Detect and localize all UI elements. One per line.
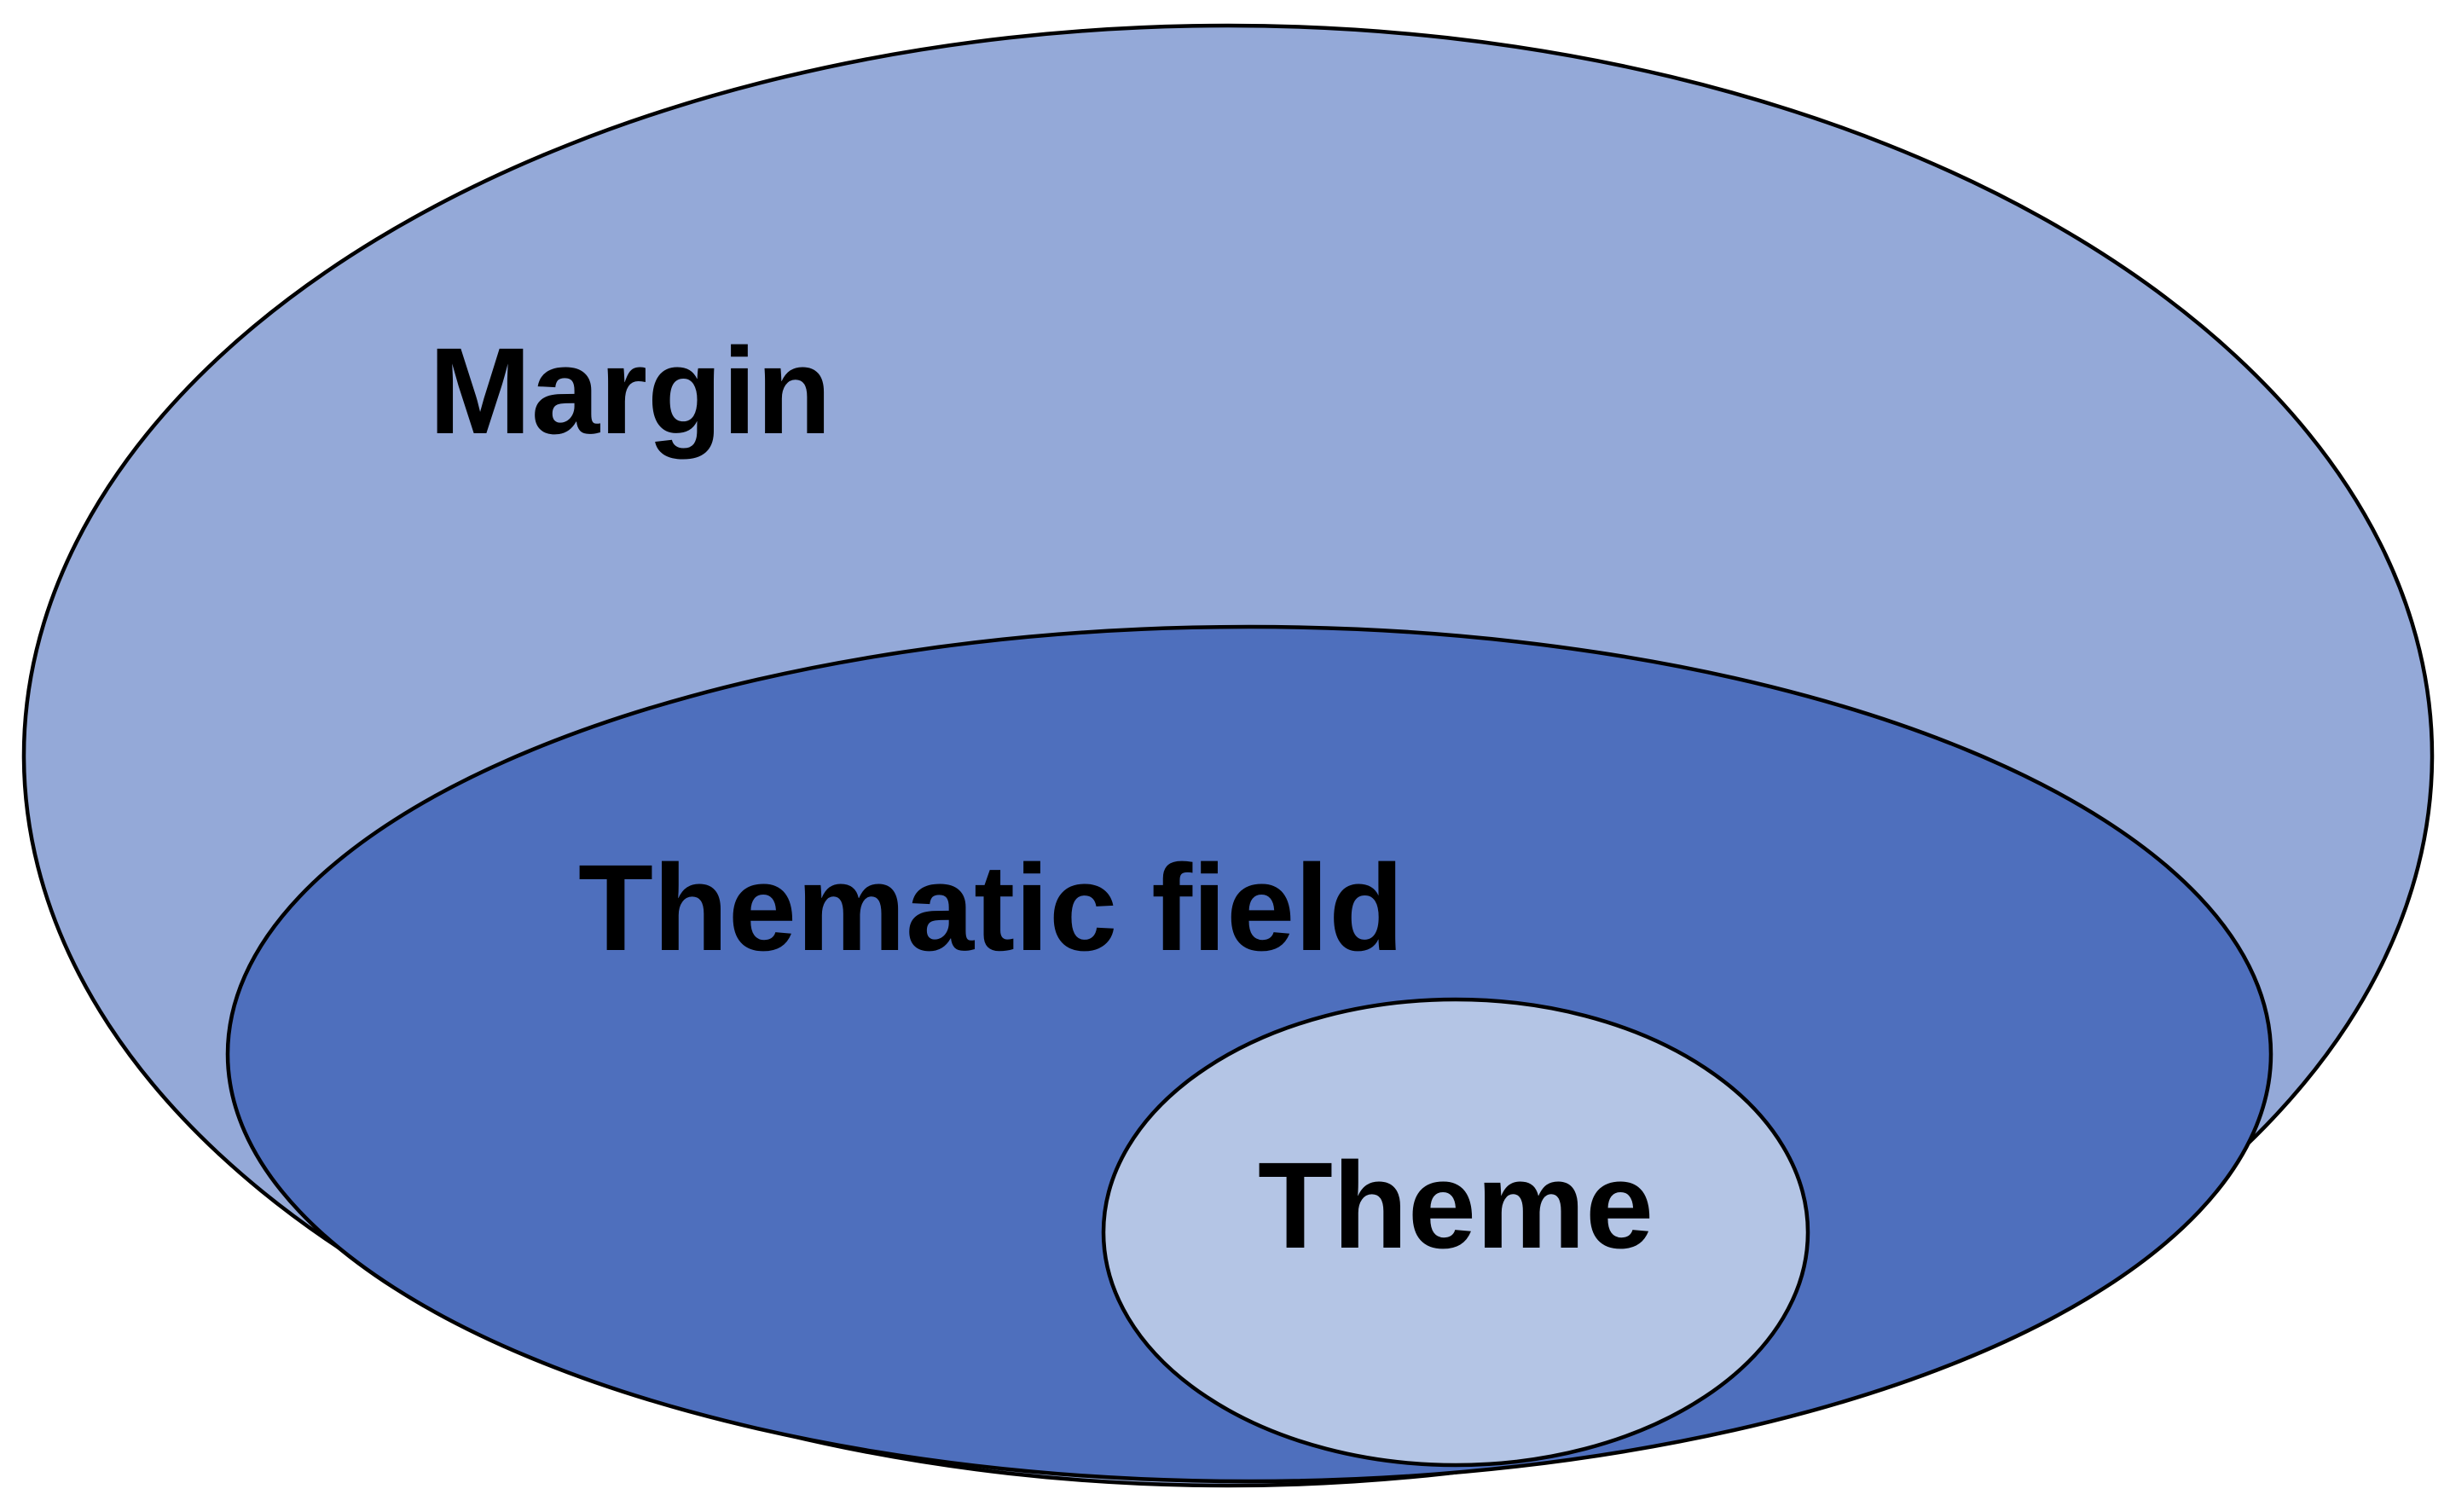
theme-region: Theme	[1101, 997, 1810, 1468]
theme-ellipse	[1101, 997, 1810, 1468]
theme-label: Theme	[1258, 1137, 1654, 1274]
margin-label: Margin	[429, 322, 831, 460]
thematic-field-label: Thematic field	[578, 839, 1404, 976]
